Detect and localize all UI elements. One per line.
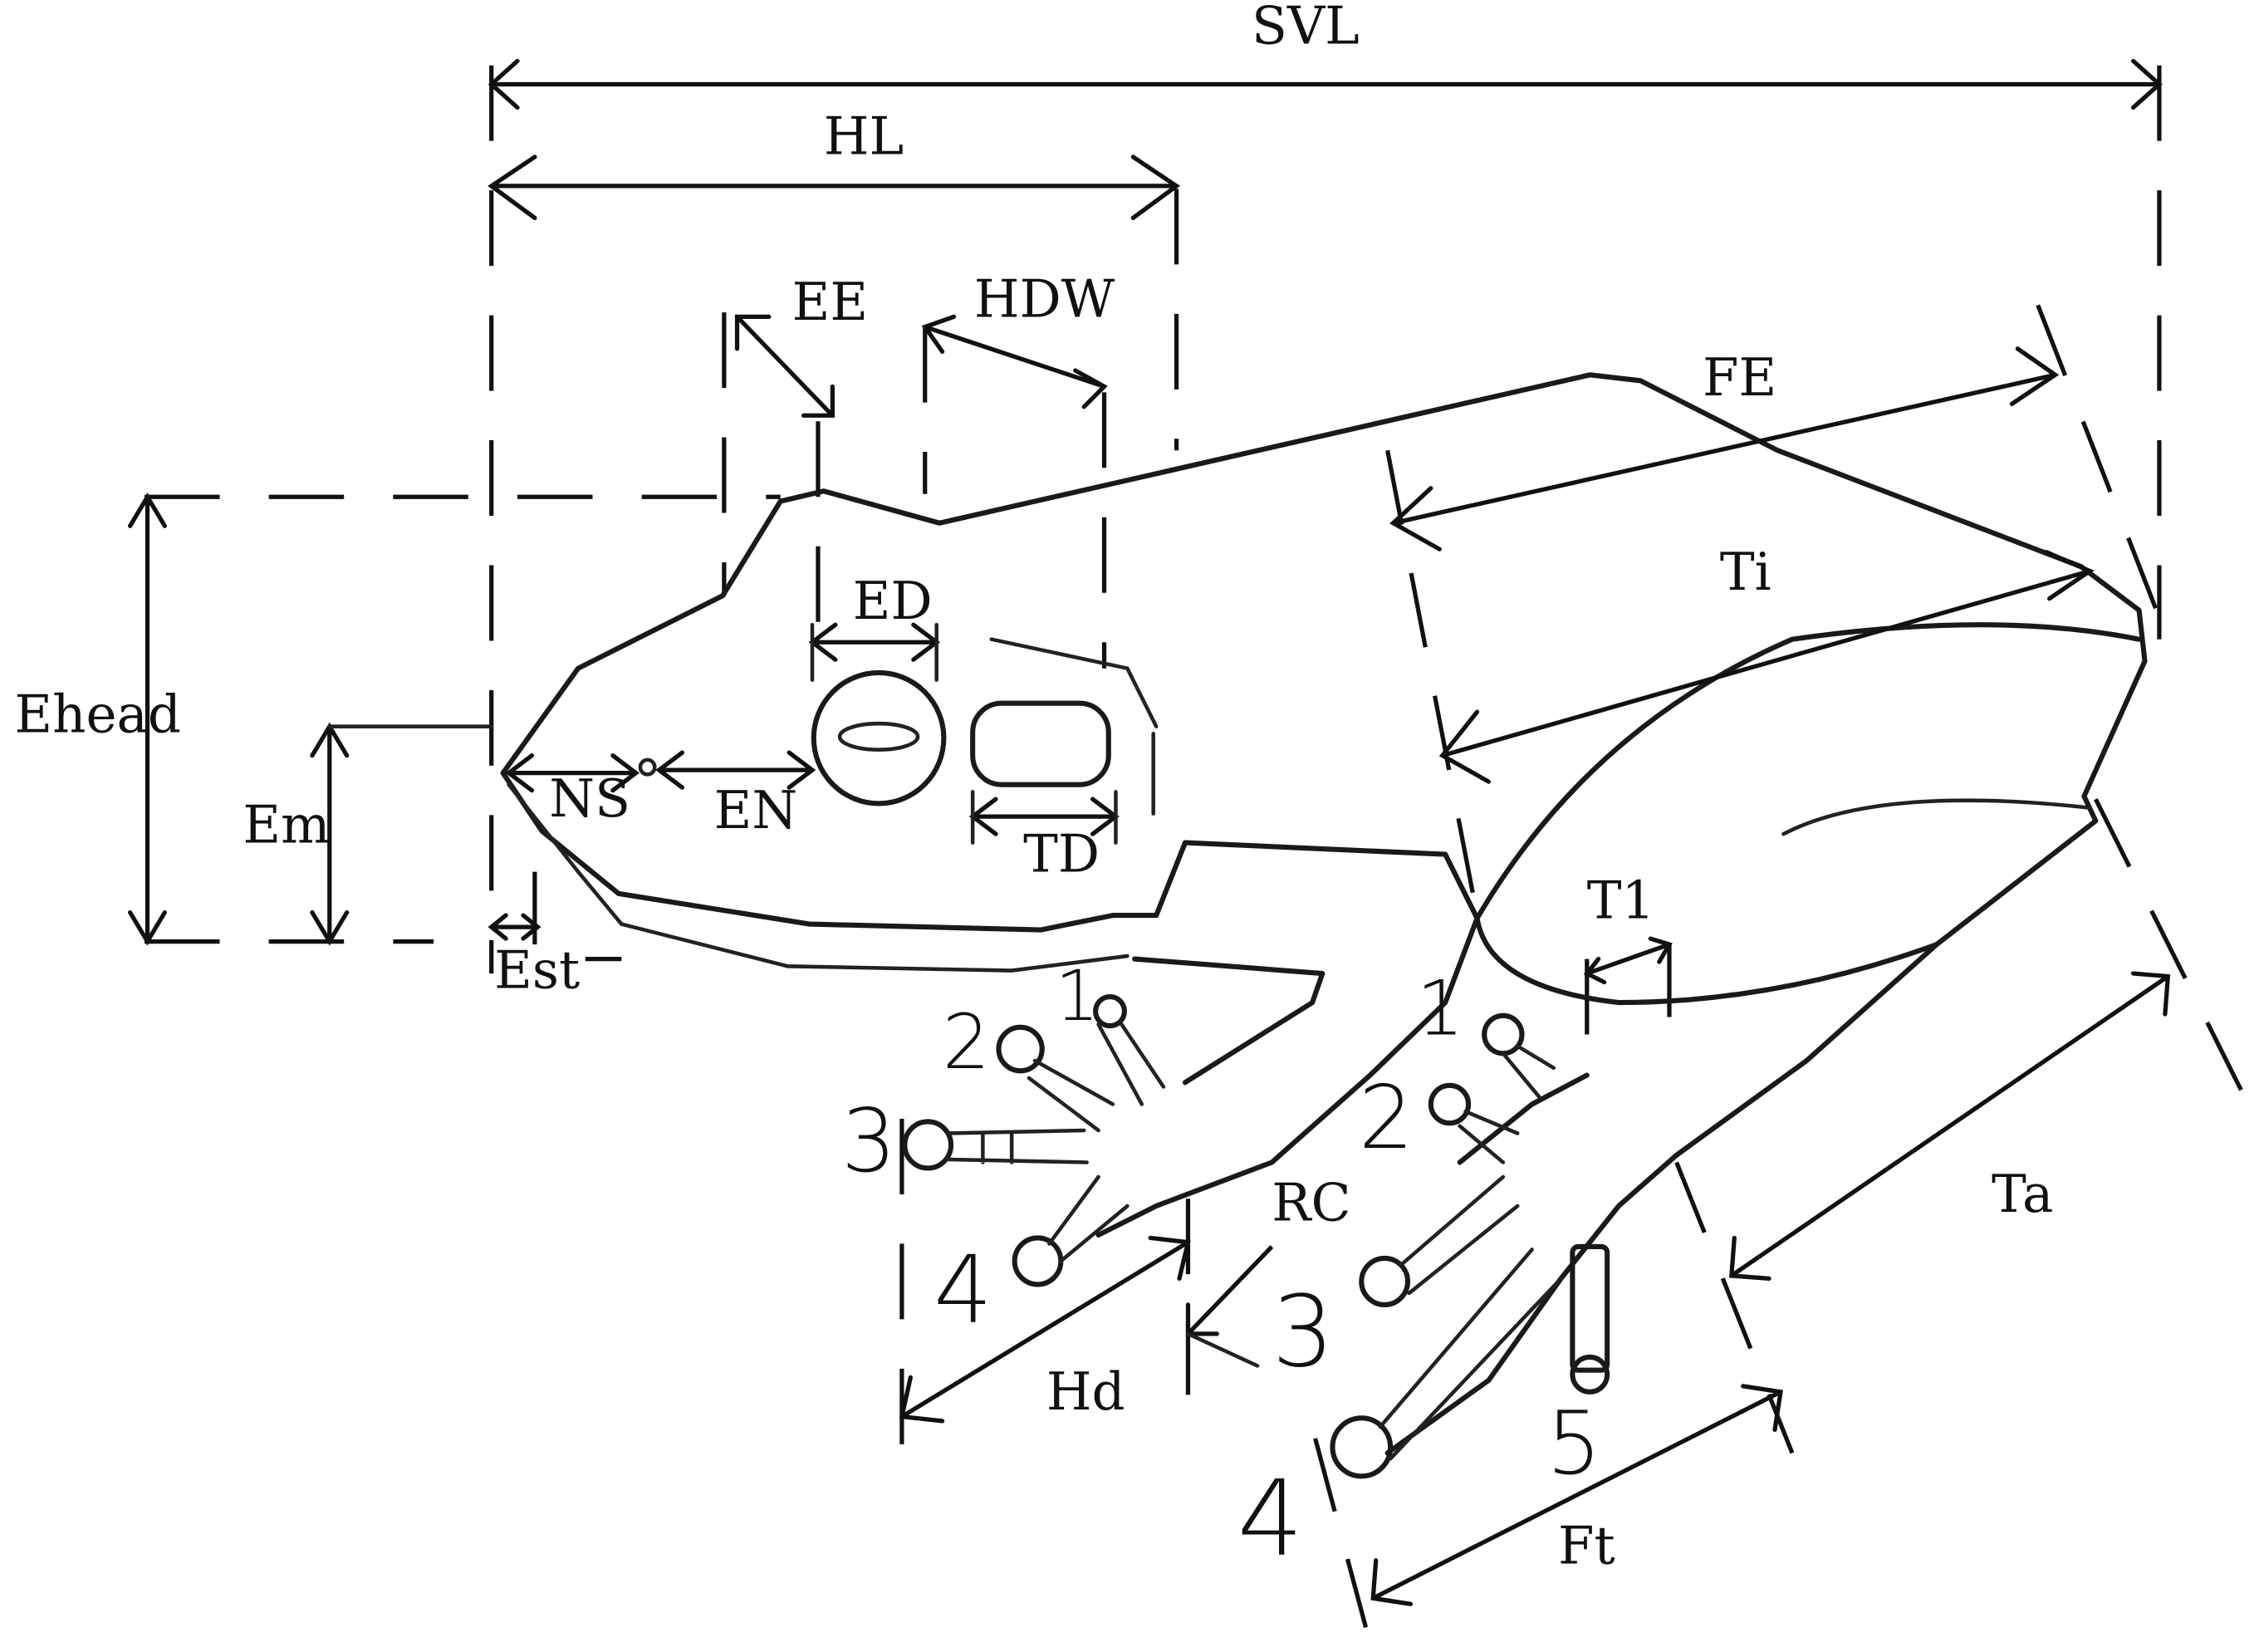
label-hl: HL [824, 105, 904, 166]
dimension-lines [128, 58, 2171, 1606]
foot-digits [1330, 1012, 1610, 1479]
head-features [638, 669, 1111, 806]
label-td: TD [1023, 823, 1100, 884]
hand-digit-1: 1 [1055, 955, 1099, 1037]
foot-digit-2: 2 [1359, 1067, 1414, 1169]
nostril-icon [638, 757, 657, 777]
label-ft: Ft [1558, 1515, 1615, 1576]
hand-digit-3: 3 [841, 1091, 896, 1192]
digit-numbers: 1 2 3 4 1 2 3 4 5 [841, 955, 1602, 1580]
label-ns: NS [549, 768, 630, 829]
eye-icon [811, 669, 947, 806]
frog-body-outline [500, 372, 2148, 1456]
foot-digit-1: 1 [1416, 965, 1464, 1052]
hand-digit-4: 4 [933, 1237, 992, 1345]
hand-digits [902, 993, 1166, 1287]
tympanum-icon [970, 700, 1111, 787]
foot-digit-3: 3 [1272, 1274, 1334, 1389]
foot-digit-5: 5 [1546, 1393, 1601, 1494]
label-rc: RC [1272, 1172, 1350, 1233]
label-hdw: HDW [974, 268, 1115, 329]
label-ee: EE [792, 272, 868, 332]
foot-digit-4: 4 [1237, 1457, 1304, 1579]
label-hd: Hd [1046, 1361, 1125, 1422]
label-ti: Ti [1720, 542, 1771, 602]
label-ed: ED [853, 571, 933, 631]
hand-digit-2: 2 [943, 999, 991, 1086]
label-svl: SVL [1252, 0, 1360, 56]
label-ehead: Ehead [14, 684, 181, 745]
label-t1: T1 [1587, 870, 1655, 930]
label-est: Est [494, 939, 580, 1000]
label-em: Em [243, 794, 330, 855]
label-fe: FE [1703, 347, 1776, 408]
label-ta: Ta [1992, 1164, 2053, 1224]
label-en: EN [714, 780, 798, 841]
measurement-labels: SVL HL EE HDW FE Ti ED Ehead Em NS EN TD… [14, 0, 2053, 1576]
reference-lines [145, 65, 2247, 1628]
